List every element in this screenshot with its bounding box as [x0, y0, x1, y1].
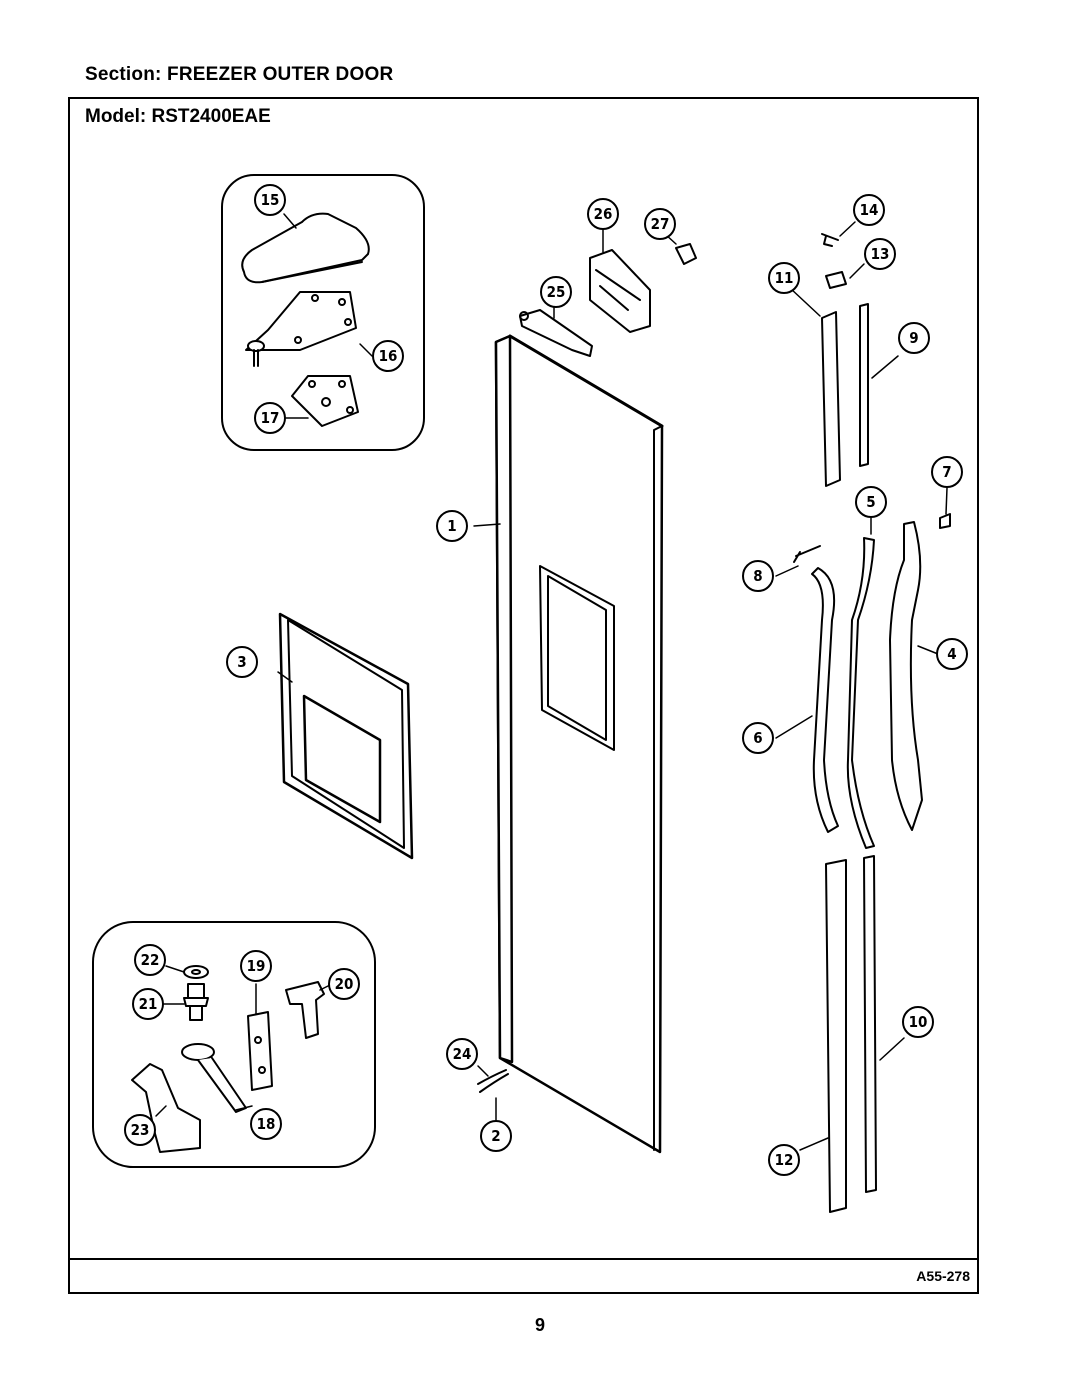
part-4-handle-mount	[889, 521, 923, 831]
callout-label-25: 25	[547, 283, 566, 301]
part-14-screw	[821, 233, 839, 247]
part-11-trim-strip	[821, 311, 841, 487]
callout-label-10: 10	[909, 1013, 928, 1031]
callout-label-11: 11	[775, 269, 794, 287]
callout-label-22: 22	[141, 951, 160, 969]
callout-label-20: 20	[335, 975, 354, 993]
callout-label-26: 26	[594, 205, 613, 223]
callout-label-5: 5	[866, 493, 875, 511]
callout-11: 11	[768, 262, 800, 294]
callout-label-24: 24	[453, 1045, 472, 1063]
callout-26: 26	[587, 198, 619, 230]
callout-10: 10	[902, 1006, 934, 1038]
part-15-hinge-cover	[241, 212, 370, 284]
part-23-hinge-cover	[131, 1063, 201, 1153]
part-26-bracket	[589, 249, 651, 333]
callout-7: 7	[931, 456, 963, 488]
callout-20: 20	[328, 968, 360, 1000]
callout-6: 6	[742, 722, 774, 754]
callout-label-18: 18	[257, 1115, 276, 1133]
part-20-bracket	[285, 981, 325, 1039]
part-19-hinge-plate	[247, 1011, 273, 1091]
callout-25: 25	[540, 276, 572, 308]
callout-17: 17	[254, 402, 286, 434]
callout-1: 1	[436, 510, 468, 542]
part-1-door-panel	[494, 334, 664, 1154]
lower-hinge-inset-box	[92, 921, 376, 1168]
part-5-handle	[846, 537, 875, 849]
page-number: 9	[534, 1315, 545, 1335]
part-8-screw	[793, 545, 821, 563]
part-10-trim-strip	[863, 855, 877, 1193]
part-13-nut	[825, 271, 847, 289]
callout-label-6: 6	[753, 729, 762, 747]
section-title: Section: FREEZER OUTER DOOR	[85, 64, 394, 85]
callout-label-3: 3	[237, 653, 246, 671]
callout-label-1: 1	[447, 517, 456, 535]
callout-label-16: 16	[379, 347, 398, 365]
footer-divider	[68, 1258, 979, 1260]
figure-code: A55-278	[916, 1268, 970, 1284]
callout-label-14: 14	[860, 201, 879, 219]
part-21-pin	[183, 983, 209, 1021]
callout-label-13: 13	[871, 245, 890, 263]
callout-15: 15	[254, 184, 286, 216]
callout-label-12: 12	[775, 1151, 794, 1169]
part-18-bottom-hinge	[181, 1043, 247, 1113]
callout-12: 12	[768, 1144, 800, 1176]
callout-13: 13	[864, 238, 896, 270]
callout-label-17: 17	[261, 409, 280, 427]
callout-2: 2	[480, 1120, 512, 1152]
part-17-shim-plate	[291, 375, 359, 427]
callout-18: 18	[250, 1108, 282, 1140]
callout-label-27: 27	[651, 215, 670, 233]
callout-5: 5	[855, 486, 887, 518]
callout-label-4: 4	[947, 645, 956, 663]
callout-label-21: 21	[139, 995, 158, 1013]
callout-4: 4	[936, 638, 968, 670]
callout-label-23: 23	[131, 1121, 150, 1139]
part-12-trim-strip	[825, 859, 847, 1213]
callout-14: 14	[853, 194, 885, 226]
callout-label-19: 19	[247, 957, 266, 975]
part-9-trim-strip	[859, 303, 869, 467]
callout-8: 8	[742, 560, 774, 592]
hinge-inset-box	[221, 174, 425, 451]
callout-27: 27	[644, 208, 676, 240]
callout-22: 22	[134, 944, 166, 976]
part-3-dispenser-trim	[278, 612, 414, 860]
callout-9: 9	[898, 322, 930, 354]
part-6-handle-trim	[811, 567, 839, 833]
part-7-plug	[939, 513, 951, 529]
callout-label-7: 7	[942, 463, 951, 481]
part-25-cable-guide	[519, 309, 593, 357]
callout-16: 16	[372, 340, 404, 372]
callout-19: 19	[240, 950, 272, 982]
callout-3: 3	[226, 646, 258, 678]
callout-label-2: 2	[491, 1127, 500, 1145]
part-27-clip	[675, 243, 697, 265]
callout-label-15: 15	[261, 191, 280, 209]
diagram-frame	[68, 97, 979, 1294]
callout-21: 21	[132, 988, 164, 1020]
callout-24: 24	[446, 1038, 478, 1070]
model-title: Model: RST2400EAE	[85, 106, 271, 127]
part-24-wire-harness	[477, 1069, 509, 1093]
part-16-top-hinge	[245, 291, 357, 367]
callout-23: 23	[124, 1114, 156, 1146]
callout-label-8: 8	[753, 567, 762, 585]
callout-label-9: 9	[909, 329, 918, 347]
leader-lines	[155, 213, 948, 1151]
